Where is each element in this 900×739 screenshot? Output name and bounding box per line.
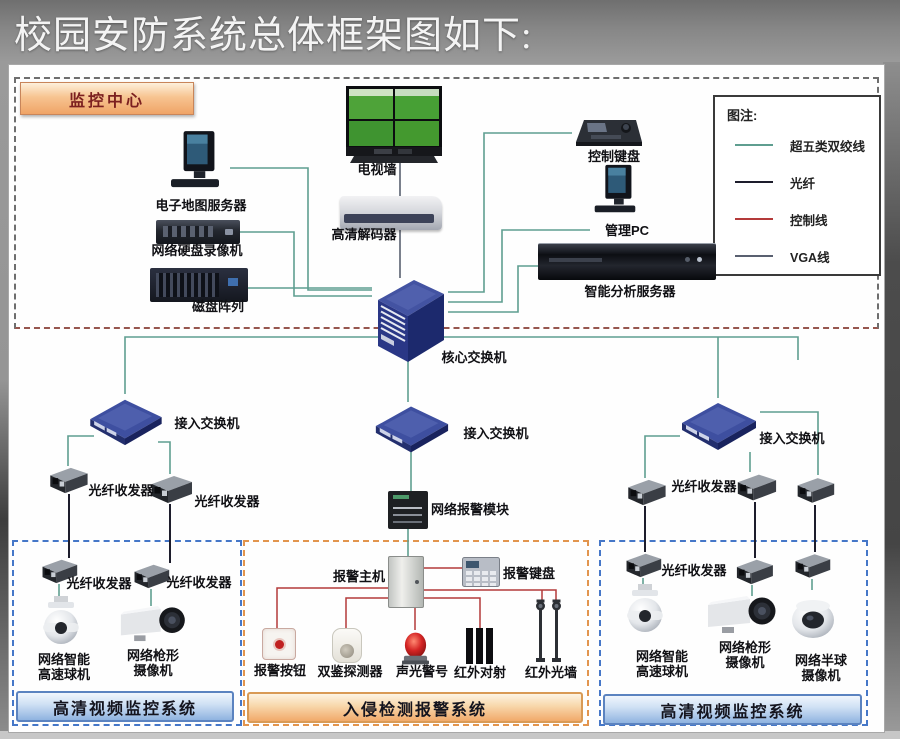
fiber-transceiver [794, 475, 836, 505]
fiber-transceiver [792, 552, 832, 579]
tv-wall-label: 电视墙 [357, 162, 397, 177]
legend-item-label: 光纤 [790, 177, 816, 191]
legend-item-vga: VGA线 [715, 246, 879, 266]
fiber-transceiver [624, 478, 668, 506]
intelligent-analysis-server [538, 243, 716, 280]
hd-decoder-label: 高清解码器 [331, 227, 397, 242]
bullet-camera [706, 596, 782, 634]
infrared-beam-detector [466, 628, 494, 664]
infrared-beam-detector-label: 红外对射 [453, 665, 506, 680]
network-dvr [156, 220, 240, 244]
hd-video-right-banner: 高清视频监控系统 [603, 694, 862, 725]
sound-light-siren [402, 630, 429, 666]
network-alarm-module-label: 网络报警模块 [430, 502, 509, 517]
legend-item-label: 超五类双绞线 [790, 140, 866, 154]
intrusion-alarm-banner: 入侵检测报警系统 [247, 692, 583, 723]
hd-video-left-section [12, 540, 242, 726]
utp-line-swatch [735, 144, 773, 146]
access-switch-mid-label: 接入交换机 [463, 426, 529, 441]
hd-video-left-banner: 高清视频监控系统 [16, 691, 234, 722]
legend-item-label: 控制线 [790, 214, 828, 228]
legend-item-control: 控制线 [715, 209, 879, 229]
infrared-light-wall [534, 598, 564, 666]
bullet-camera-label: 网络枪形 摄像机 [718, 640, 771, 670]
tv-wall [346, 86, 442, 164]
page-title: 校园安防系统总体框架图如下: [14, 15, 533, 57]
management-pc-label: 管理PC [604, 223, 650, 238]
access-switch-mid [370, 400, 452, 456]
background-shade-right [883, 62, 900, 732]
background-shade-left [0, 380, 8, 732]
sound-light-siren-label: 声光警号 [395, 664, 448, 679]
speed-dome-camera [624, 584, 666, 642]
legend-title: 图注: [727, 108, 758, 123]
infrared-light-wall-label: 红外光墙 [524, 665, 577, 680]
monitoring-center-banner: 监控中心 [20, 82, 194, 115]
fiber-transceiver-label: 光纤收发器 [194, 494, 260, 509]
electronic-map-server-label: 电子地图服务器 [155, 198, 247, 213]
alarm-button-label: 报警按钮 [253, 663, 306, 678]
mini-dome-camera [790, 590, 836, 642]
fiber-line-swatch [735, 181, 773, 183]
disk-array-label: 磁盘阵列 [191, 299, 244, 314]
network-alarm-module [388, 491, 428, 529]
control-keyboard [570, 116, 642, 150]
speed-dome-camera-label: 网络智能 高速球机 [635, 649, 688, 679]
fiber-transceiver-label: 光纤收发器 [671, 479, 737, 494]
fiber-transceiver [46, 466, 90, 494]
vga-line-swatch [735, 255, 773, 257]
legend-box: 图注: 超五类双绞线 光纤 控制线 VGA线 [713, 95, 881, 276]
speed-dome-camera [40, 596, 82, 654]
alarm-button [262, 628, 296, 660]
alarm-host-label: 报警主机 [332, 569, 385, 584]
alarm-keypad-label: 报警键盘 [502, 566, 555, 581]
access-switch-left [84, 394, 166, 448]
intrusion-alarm-section [243, 540, 589, 726]
dual-tech-detector-label: 双鉴探测器 [317, 664, 383, 679]
electronic-map-server [158, 130, 232, 194]
alarm-keypad [462, 557, 500, 587]
fiber-transceiver [734, 472, 778, 502]
access-switch-right-label: 接入交换机 [759, 431, 825, 446]
legend-item-fiber: 光纤 [715, 172, 879, 192]
hd-decoder [340, 196, 442, 230]
disk-array [150, 268, 248, 302]
fiber-transceiver [732, 558, 776, 585]
core-switch-label: 核心交换机 [441, 350, 507, 365]
fiber-transceiver-label: 光纤收发器 [88, 483, 154, 498]
alarm-host [388, 556, 424, 608]
hd-video-right-section [599, 540, 868, 726]
fiber-transceiver-label: 光纤收发器 [661, 563, 727, 578]
speed-dome-camera-label: 网络智能 高速球机 [37, 652, 90, 682]
control-keyboard-label: 控制键盘 [587, 149, 640, 164]
legend-item-label: VGA线 [790, 251, 830, 265]
dual-tech-detector [332, 628, 362, 663]
bullet-camera-label: 网络枪形 摄像机 [126, 648, 179, 678]
bullet-camera [118, 606, 192, 642]
control-line-swatch [735, 218, 773, 220]
intelligent-analysis-server-label: 智能分析服务器 [584, 284, 676, 299]
access-switch-left-label: 接入交换机 [174, 416, 240, 431]
network-dvr-label: 网络硬盘录像机 [151, 243, 243, 258]
management-pc [586, 158, 644, 224]
fiber-transceiver-label: 光纤收发器 [166, 575, 232, 590]
fiber-transceiver-label: 光纤收发器 [66, 576, 132, 591]
mini-dome-camera-label: 网络半球 摄像机 [794, 653, 847, 683]
legend-item-utp: 超五类双绞线 [715, 135, 879, 155]
